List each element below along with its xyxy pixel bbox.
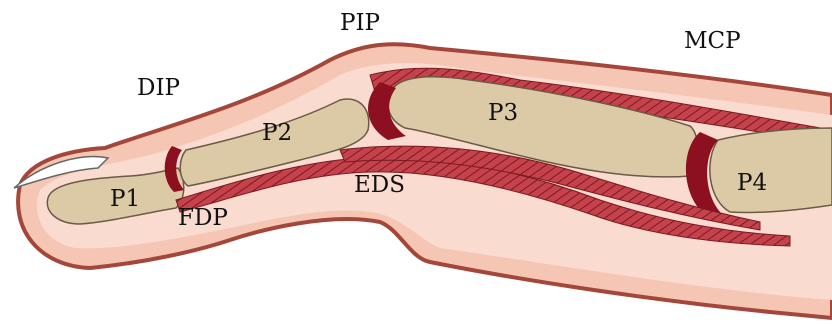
label-mcp: MCP — [684, 28, 741, 54]
label-dip: DIP — [137, 75, 180, 101]
label-p4: P4 — [737, 170, 767, 196]
label-p1: P1 — [110, 186, 140, 212]
bone-p4 — [710, 128, 832, 213]
label-pip: PIP — [340, 10, 380, 36]
label-fdp: FDP — [178, 205, 228, 231]
label-p3: P3 — [488, 100, 518, 126]
label-p2: P2 — [262, 120, 292, 146]
label-eds: EDS — [354, 172, 405, 198]
